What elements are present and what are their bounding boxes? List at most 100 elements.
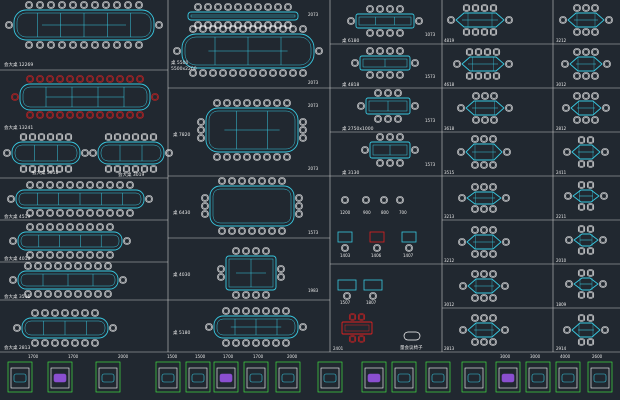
labels-layer: 会大桌 12269 会大桌 13241 会大桌 3018 会大桌 3019 会大…	[4, 12, 603, 359]
chair-icon	[396, 29, 404, 37]
chair-icon	[380, 196, 388, 204]
chair-seat	[151, 93, 159, 101]
chair-cushion	[174, 48, 180, 54]
chair-seat	[113, 165, 122, 173]
chair-cushion	[278, 266, 284, 272]
chair-seat	[113, 1, 121, 9]
chair-icon	[81, 149, 89, 157]
chair-seat	[561, 60, 569, 68]
chair-seat	[411, 102, 419, 110]
chair-cushion	[560, 17, 566, 23]
chair-seat	[396, 133, 404, 141]
chair-icon	[66, 181, 74, 189]
chair-cushion	[115, 166, 120, 172]
chair-icon	[145, 195, 153, 203]
chair-cushion	[377, 160, 383, 166]
chair-cushion	[374, 245, 380, 251]
chair-seat	[582, 28, 590, 36]
chair-icon	[465, 72, 474, 80]
dimension-label: 1809	[556, 302, 567, 307]
chair-icon	[471, 250, 479, 258]
chair-icon	[601, 148, 609, 156]
chair-seat	[232, 291, 240, 299]
chair-icon	[474, 48, 483, 56]
chair-cushion	[397, 48, 403, 54]
desk-module	[363, 279, 383, 291]
chair-icon	[289, 25, 297, 33]
chair-seat	[357, 102, 365, 110]
chair-icon	[457, 148, 465, 156]
chair-icon	[234, 3, 242, 11]
chair-icon	[252, 247, 260, 255]
chair-cushion	[214, 154, 220, 160]
chair-seat	[86, 181, 94, 189]
chair-cushion	[397, 160, 403, 166]
chair-icon	[471, 338, 479, 346]
dimension-frame	[213, 361, 239, 393]
conference-table	[187, 11, 299, 21]
chair-icon	[51, 309, 59, 317]
chair-icon	[582, 72, 590, 80]
layout-label: 会大桌 4018	[4, 255, 31, 262]
chair-cushion	[503, 195, 509, 201]
chair-seat	[299, 69, 307, 77]
chair-cushion	[198, 127, 204, 133]
chair-icon	[465, 48, 474, 56]
dimension-label: 900	[363, 210, 371, 215]
chair-cushion	[472, 227, 478, 233]
chair-icon	[252, 339, 260, 347]
chair-cushion	[579, 270, 584, 276]
chair-seat	[480, 226, 488, 234]
chair-icon	[19, 165, 28, 173]
chair-seat	[233, 153, 241, 161]
chair-seat	[366, 29, 374, 37]
chair-cushion	[284, 100, 290, 106]
table-inner-edge	[20, 234, 120, 248]
chair-icon	[386, 29, 394, 37]
chair-seat	[405, 244, 413, 252]
chair-icon	[458, 194, 466, 202]
chair-icon	[447, 16, 455, 24]
chair-seat	[106, 209, 114, 217]
chair-icon	[573, 92, 581, 100]
chair-cushion	[253, 248, 259, 254]
chair-cushion	[243, 308, 249, 314]
chair-cushion	[4, 150, 10, 156]
chair-cushion	[503, 239, 509, 245]
chair-cushion	[490, 315, 496, 321]
chair-icon	[274, 21, 282, 29]
chair-icon	[459, 282, 467, 290]
chair-cushion	[37, 210, 43, 216]
chair-icon	[471, 4, 480, 12]
chair-cushion	[65, 263, 71, 269]
chair-seat	[577, 136, 586, 144]
chair-cushion	[225, 4, 231, 10]
chair-seat	[603, 60, 611, 68]
chair-seat	[369, 292, 377, 300]
chair-icon	[26, 209, 34, 217]
chair-cushion	[481, 251, 487, 257]
chair-seat	[505, 104, 513, 112]
chair-icon	[289, 69, 297, 77]
chair-seat	[3, 149, 11, 157]
chair-icon	[591, 28, 599, 36]
chair-seat	[489, 250, 497, 258]
chair-cushion	[151, 166, 156, 172]
chair-seat	[273, 153, 281, 161]
chair-seat	[573, 48, 581, 56]
chair-cushion	[367, 48, 373, 54]
chair-seat	[373, 244, 381, 252]
chair-seat	[46, 165, 55, 173]
chair-icon	[76, 75, 84, 83]
chair-icon	[295, 202, 303, 210]
chair-seat	[106, 75, 114, 83]
chair-icon	[91, 41, 99, 49]
chair-seat	[26, 111, 34, 119]
chair-seat	[489, 205, 497, 213]
chair-cushion	[362, 147, 368, 153]
dimension-label: 2813	[444, 346, 455, 351]
chair-seat	[415, 17, 423, 25]
chair-cushion	[48, 2, 54, 8]
chair-seat	[24, 290, 32, 298]
chair-icon	[263, 99, 271, 107]
